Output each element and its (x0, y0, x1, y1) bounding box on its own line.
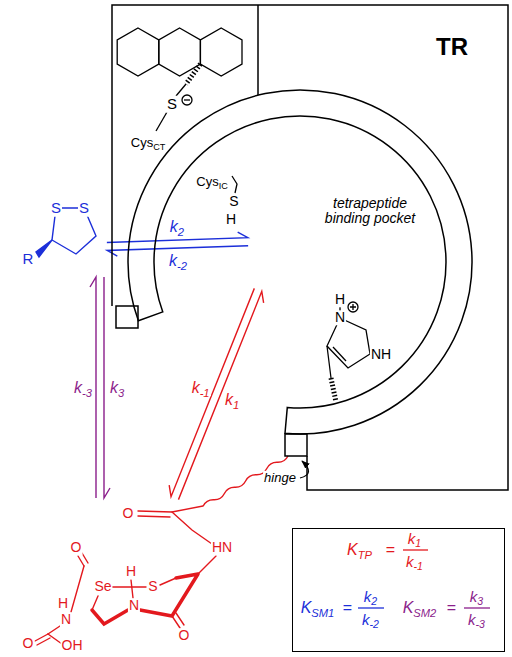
rate-constant: k1 (224, 392, 240, 410)
dithiolane-molecule: SS R (20, 195, 105, 275)
atom-label: S (78, 200, 90, 217)
equation-term: k-3 (467, 611, 486, 628)
atom-label: O (178, 628, 191, 643)
atom-label: R (22, 251, 35, 268)
equation-term: = (385, 541, 396, 559)
atom-label: Se (93, 579, 112, 594)
equation-box: KTP = k1 k-1KSM1 = k2 k-2 KSM2 = k3 k-3 (292, 528, 505, 652)
atom-label: N (128, 598, 140, 613)
equation-term: = (342, 599, 353, 617)
atom-label: N (60, 612, 72, 627)
peptide-bonds (35, 506, 216, 645)
histidine-symbol (327, 302, 370, 402)
atom-label: H (125, 564, 137, 579)
rate-constant: k-2 (168, 252, 188, 270)
atom-label: O (22, 636, 35, 651)
atom-label: S (147, 579, 158, 594)
binding-pocket: tetrapeptide binding pocket (250, 188, 425, 288)
enzyme-frame: TR tetrapeptide binding pocket (112, 5, 508, 490)
peptide-molecule: OHNOHSeSNOHNOOH (18, 500, 246, 656)
equation-term: k3 (469, 588, 484, 605)
hinge-label: hinge (263, 471, 297, 485)
enzyme-label: TR (435, 34, 469, 60)
equation-term: k-1 (405, 553, 424, 570)
atom-label: O (122, 506, 135, 521)
atom-label: S (50, 200, 62, 217)
pocket-label: tetrapeptide binding pocket (322, 196, 419, 227)
cofactor-rings (117, 28, 242, 193)
equation-term: k1 (407, 530, 422, 547)
atom-label: OH (61, 638, 84, 653)
rate-constant: k3 (109, 379, 125, 397)
equation-term: KSM1 (300, 599, 336, 617)
rate-constant: k2 (169, 218, 185, 236)
structure-label: CysIC (195, 175, 228, 189)
structure-label: NH (370, 347, 392, 362)
atom-label: O (70, 540, 83, 555)
structure-label: CysCT (130, 136, 167, 150)
structure-label: S (228, 194, 239, 209)
equation-term: KSM2 (402, 599, 438, 617)
enzyme-outline (112, 5, 508, 490)
equation-term: KTP (346, 541, 373, 559)
structure-label: H (334, 292, 346, 307)
structure-label: H (225, 212, 237, 227)
structure-label: S (166, 96, 178, 113)
structure-label: N (334, 310, 346, 325)
equation-term: k-2 (361, 611, 380, 628)
atom-label: HN (211, 540, 233, 555)
atom-label: H (57, 596, 69, 611)
equation-term: = (446, 599, 457, 617)
equation-term: k2 (363, 588, 378, 605)
rate-constant: k-1 (191, 379, 211, 397)
rate-arrow (169, 288, 254, 496)
rate-constant: k-3 (73, 379, 93, 397)
rate-arrow (178, 291, 263, 499)
enzyme-frame-drawing (112, 5, 508, 490)
